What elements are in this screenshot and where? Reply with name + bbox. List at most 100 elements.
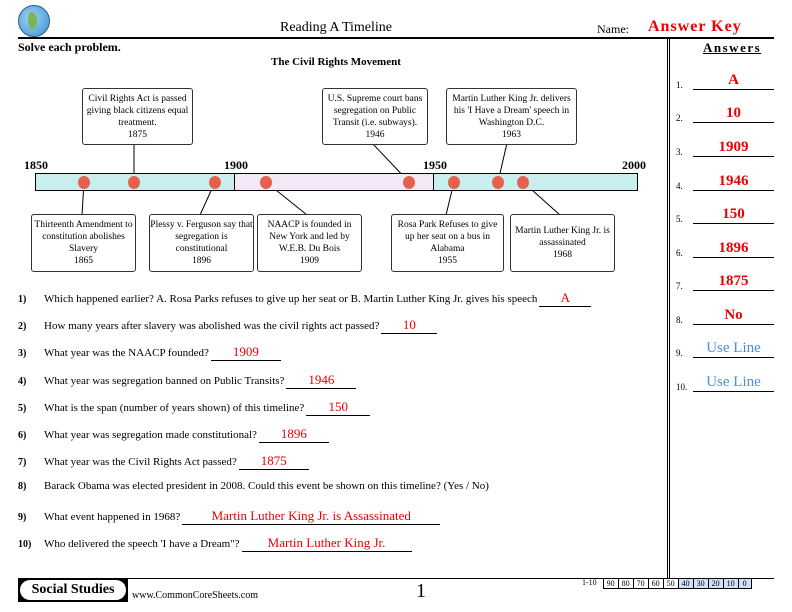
event-box-1875: Civil Rights Act is passed giving black …: [82, 88, 193, 145]
question-5: 5) What is the span (number of years show…: [18, 399, 371, 416]
question-number: 3): [18, 348, 27, 359]
answer-field[interactable]: Martin Luther King Jr.: [241, 535, 412, 552]
event-dot-1963: [492, 176, 504, 189]
name-value: Answer Key: [648, 18, 742, 35]
answer-value[interactable]: 150: [693, 205, 774, 224]
site-url[interactable]: www.CommonCoreSheets.com: [132, 590, 259, 601]
question-text: Which happened earlier? A. Rosa Parks re…: [44, 293, 538, 305]
question-2: 2) How many years after slavery was aboli…: [18, 317, 438, 334]
timeline-title: The Civil Rights Movement: [271, 56, 401, 68]
timeline-segment-3: [433, 173, 638, 191]
header-divider: [18, 37, 774, 39]
subject-badge: Social Studies: [18, 578, 128, 602]
answer-value[interactable]: 1946: [693, 172, 774, 191]
answer-number: 9.: [676, 348, 683, 358]
answer-value[interactable]: 1909: [693, 138, 774, 157]
question-7: 7)What year was the Civil Rights Act pas…: [18, 453, 309, 470]
answer-field[interactable]: Martin Luther King Jr. is Assassinated: [182, 508, 441, 525]
year-1900: 1900: [224, 158, 248, 172]
answer-value[interactable]: Use Line: [693, 373, 774, 392]
question-number: 6): [18, 430, 27, 441]
year-1950: 1950: [423, 158, 447, 172]
question-number: 4): [18, 376, 27, 387]
answer-field[interactable]: 1909: [210, 344, 281, 361]
question-number: 2): [18, 321, 27, 332]
answer-field[interactable]: 150: [306, 399, 371, 416]
event-box-1865: Thirteenth Amendment to constitution abo…: [31, 214, 136, 272]
score-cell: 0: [737, 578, 752, 589]
event-box-1955: Rosa Park Refuses to give up her seat on…: [391, 214, 504, 272]
answer-row-7: 7.1875: [676, 271, 774, 291]
event-year: 1968: [553, 250, 572, 260]
answer-field[interactable]: 1896: [258, 426, 329, 443]
answer-value[interactable]: No: [693, 306, 774, 325]
answer-row-4: 4. 1946: [676, 171, 774, 191]
score-cell: 10: [722, 578, 739, 589]
subject-label: Social Studies: [20, 580, 126, 600]
score-cell: 40: [677, 578, 694, 589]
answer-value[interactable]: A: [693, 71, 774, 90]
answer-field[interactable]: 1946: [286, 372, 357, 389]
question-text: What is the span (number of years shown)…: [44, 402, 305, 414]
answer-row-3: 3. 1909: [676, 137, 774, 157]
answer-field[interactable]: 10: [381, 317, 438, 334]
event-dot-1955: [448, 176, 460, 189]
event-dot-1896: [209, 176, 221, 189]
question-text: What year was segregation banned on Publ…: [44, 375, 285, 387]
answer-number: 6.: [676, 248, 683, 258]
question-text: Barack Obama was elected president in 20…: [44, 480, 489, 492]
answer-field[interactable]: A: [539, 290, 592, 307]
event-dot-1946: [403, 176, 415, 189]
answer-number: 8.: [676, 315, 683, 325]
footer-divider: [18, 578, 774, 579]
question-10: 10)Who delivered the speech 'I have a Dr…: [18, 535, 412, 552]
question-text: What year was segregation made constitut…: [44, 429, 257, 441]
question-text: What year was the Civil Rights Act passe…: [44, 456, 237, 468]
answer-row-10: 10. Use Line: [676, 372, 774, 392]
event-year: 1896: [192, 256, 211, 266]
question-number: 5): [18, 403, 27, 414]
answer-number: 1.: [676, 80, 683, 90]
event-dot-1865: [78, 176, 90, 189]
event-dot-1909: [260, 176, 272, 189]
event-year: 1875: [128, 129, 147, 140]
answer-value[interactable]: 10: [693, 104, 774, 123]
question-4: 4) What year was segregation banned on Pu…: [18, 372, 357, 389]
event-dot-1875: [128, 176, 140, 189]
score-cell: 60: [647, 578, 664, 589]
event-box-1946: U.S. Supreme court bans segregation on P…: [322, 88, 428, 145]
score-cell: 90: [602, 578, 619, 589]
question-number: 1): [18, 294, 27, 305]
event-text: Thirteenth Amendment to constitution abo…: [34, 220, 133, 254]
instructions: Solve each problem.: [18, 40, 121, 54]
column-divider: [667, 38, 670, 578]
year-2000: 2000: [622, 158, 646, 172]
score-label: 1-10: [582, 578, 597, 587]
answer-value[interactable]: 1896: [693, 239, 774, 258]
question-text: Who delivered the speech 'I have a Dream…: [44, 538, 240, 550]
event-dot-1968: [517, 176, 529, 189]
score-cell: 80: [617, 578, 634, 589]
answer-row-5: 5.150: [676, 204, 774, 224]
score-cell: 50: [662, 578, 679, 589]
answers-title: Answers: [703, 40, 762, 55]
answer-number: 10.: [676, 382, 688, 392]
answer-value[interactable]: 1875: [693, 272, 774, 291]
globe-icon: [18, 5, 50, 37]
answer-number: 2.: [676, 113, 683, 123]
score-cell: 20: [707, 578, 724, 589]
answer-field[interactable]: 1875: [238, 453, 309, 470]
question-text: How many years after slavery was abolish…: [44, 320, 380, 332]
answer-number: 4.: [676, 181, 683, 191]
question-9: 9)What event happened in 1968?Martin Lut…: [18, 508, 441, 525]
question-number: 9): [18, 512, 27, 523]
answer-value[interactable]: Use Line: [693, 339, 774, 358]
score-cell: 30: [692, 578, 709, 589]
event-box-1909: NAACP is founded in New York and led by …: [257, 214, 362, 272]
answer-row-6: 6. 1896: [676, 238, 774, 258]
answer-number: 3.: [676, 147, 683, 157]
question-3: 3)What year was the NAACP founded?1909: [18, 344, 281, 361]
event-text: Civil Rights Act is passed giving black …: [86, 93, 189, 128]
event-text: Plessy v. Ferguson say that segregation …: [150, 220, 253, 254]
